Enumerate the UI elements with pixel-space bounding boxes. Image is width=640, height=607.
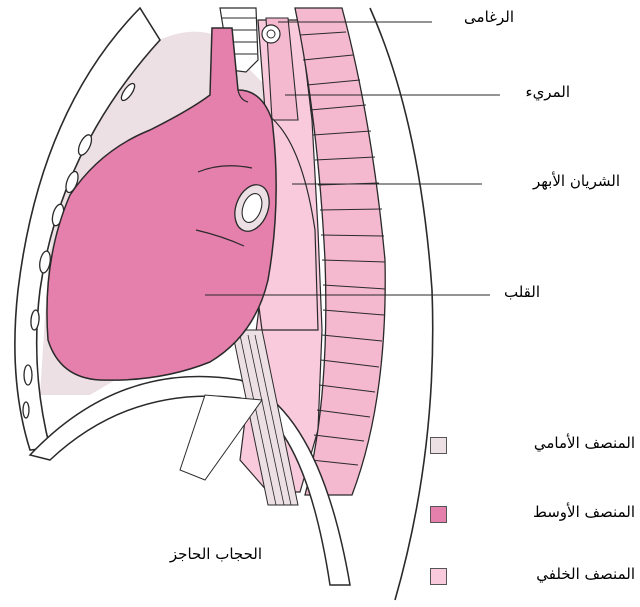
legend-label-anterior: المنصف الأمامي xyxy=(533,434,635,452)
ribs xyxy=(22,82,136,419)
legend-swatch-middle xyxy=(430,506,447,523)
legend-label-middle: المنصف الأوسط xyxy=(532,503,635,521)
diaphragm-shape xyxy=(28,375,351,586)
legend-item-posterior: المنصف الخلفي xyxy=(430,565,635,589)
vertebrae-lines xyxy=(299,31,386,466)
back-contour xyxy=(369,7,434,601)
aorta-label: الشريان الأبهر xyxy=(532,172,620,190)
esophagus-label: المريء xyxy=(525,83,570,101)
legend-item-anterior: المنصف الأمامي xyxy=(430,434,635,458)
legend-swatch-posterior xyxy=(430,568,447,585)
leader-lines xyxy=(205,21,500,296)
legend-label-posterior: المنصف الخلفي xyxy=(536,565,635,583)
legend-item-middle: المنصف الأوسط xyxy=(430,503,635,527)
heart-shape xyxy=(46,27,277,381)
legend-swatch-anterior xyxy=(430,437,447,454)
diaphragm-label: الحجاب الحاجز xyxy=(169,545,262,563)
heart-label: القلب xyxy=(503,283,540,301)
pulmonary-vessels xyxy=(234,184,270,232)
trachea-label: الرغامى xyxy=(464,8,514,26)
